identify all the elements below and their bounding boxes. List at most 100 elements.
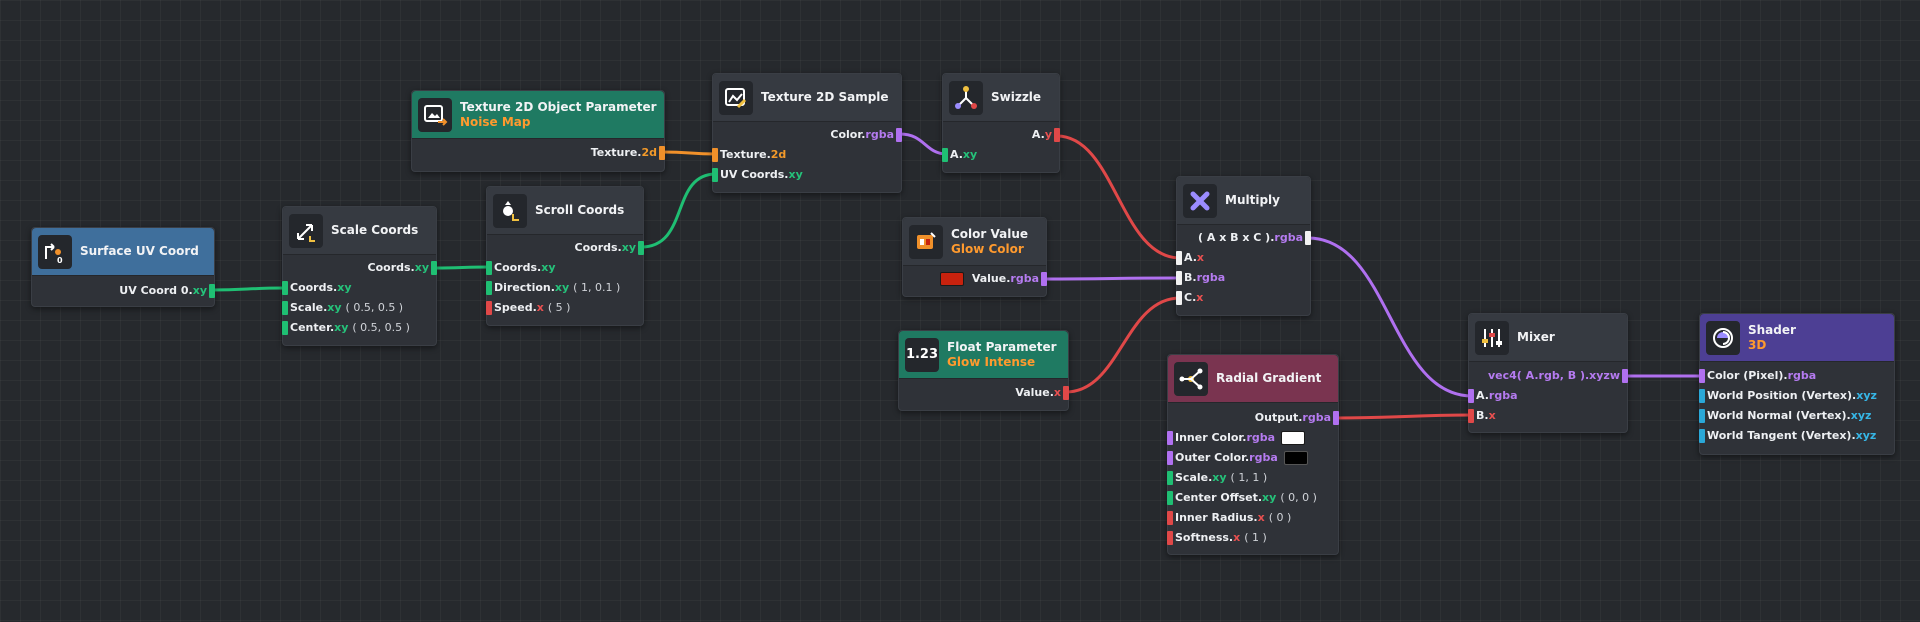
node-shader-3d[interactable]: Shader 3D Color (Pixel).rgba World Posit… — [1699, 313, 1895, 455]
output-port[interactable] — [1333, 411, 1339, 425]
output-value[interactable]: Value.rgba — [939, 270, 1039, 288]
input-softness[interactable]: Softness.x( 1 ) — [1175, 531, 1267, 544]
input-port[interactable] — [942, 148, 948, 162]
input-port[interactable] — [1167, 531, 1173, 545]
output-uv-coord[interactable]: UV Coord 0.xy — [119, 284, 207, 297]
input-port[interactable] — [1167, 431, 1173, 445]
input-direction[interactable]: Direction.xy( 1, 0.1 ) — [494, 281, 621, 294]
input-a[interactable]: A.rgba — [1476, 389, 1518, 402]
node-scale-coords[interactable]: Scale Coords Coords.xy Coords.xy Scale.x… — [282, 206, 437, 346]
node-header[interactable]: Scroll Coords — [487, 187, 643, 235]
input-port[interactable] — [486, 261, 492, 275]
node-swizzle[interactable]: Swizzle A.y A.xy — [942, 73, 1060, 173]
input-coords[interactable]: Coords.xy — [494, 261, 556, 274]
input-port[interactable] — [1176, 271, 1182, 285]
input-a[interactable]: A.x — [1184, 251, 1205, 264]
input-c[interactable]: C.x — [1184, 291, 1204, 304]
input-port[interactable] — [282, 301, 288, 315]
output-coords[interactable]: Coords.xy — [574, 241, 636, 254]
output-coords[interactable]: Coords.xy — [367, 261, 429, 274]
output-port[interactable] — [1041, 272, 1047, 286]
input-speed[interactable]: Speed.x( 5 ) — [494, 301, 571, 314]
node-texture-2d-sample[interactable]: Texture 2D Sample Color.rgba Texture.2d … — [712, 73, 902, 193]
input-scale[interactable]: Scale.xy( 1, 1 ) — [1175, 471, 1268, 484]
input-b[interactable]: B.rgba — [1184, 271, 1226, 284]
input-world-position[interactable]: World Position (Vertex).xyz — [1707, 389, 1877, 402]
input-world-tangent[interactable]: World Tangent (Vertex).xyz — [1707, 429, 1877, 442]
output-output[interactable]: Output.rgba — [1254, 411, 1331, 424]
output-a[interactable]: A.y — [1031, 128, 1052, 141]
input-port[interactable] — [1699, 389, 1705, 403]
node-multiply[interactable]: Multiply ( A x B x C ).rgba A.x B.rgba C… — [1176, 176, 1311, 316]
node-texture-2d-object-parameter[interactable]: Texture 2D Object Parameter Noise Map Te… — [411, 90, 665, 172]
output-vec4[interactable]: vec4( A.rgb, B ).xyzw — [1487, 369, 1620, 382]
output-port[interactable] — [659, 146, 665, 160]
input-port[interactable] — [1167, 491, 1173, 505]
input-port[interactable] — [1176, 291, 1182, 305]
input-inner-radius[interactable]: Inner Radius.x( 0 ) — [1175, 511, 1292, 524]
input-port[interactable] — [1167, 511, 1173, 525]
input-port[interactable] — [1699, 369, 1705, 383]
output-port[interactable] — [896, 128, 902, 142]
node-color-value[interactable]: Color Value Glow Color Value.rgba — [902, 217, 1047, 297]
output-texture[interactable]: Texture.2d — [590, 146, 657, 159]
wire-scale-to-scroll — [434, 265, 492, 270]
node-header[interactable]: 0 Surface UV Coord — [32, 228, 214, 276]
input-port[interactable] — [1699, 429, 1705, 443]
input-outer-color[interactable]: Outer Color.rgba — [1175, 449, 1308, 467]
wire-sample-to-swizzle — [898, 132, 949, 156]
color-swatch-glow[interactable] — [939, 272, 964, 286]
input-port[interactable] — [282, 281, 288, 295]
input-port[interactable] — [1468, 389, 1474, 403]
node-scroll-coords[interactable]: Scroll Coords Coords.xy Coords.xy Direct… — [486, 186, 644, 326]
node-header[interactable]: Color Value Glow Color — [903, 218, 1046, 266]
output-value[interactable]: Value.x — [1015, 386, 1061, 399]
node-float-parameter[interactable]: 1.23 Float Parameter Glow Intense Value.… — [898, 330, 1069, 411]
input-b[interactable]: B.x — [1476, 409, 1496, 422]
node-header[interactable]: Radial Gradient — [1168, 355, 1338, 403]
output-port[interactable] — [1063, 386, 1069, 400]
node-header[interactable]: Multiply — [1177, 177, 1310, 225]
input-port[interactable] — [486, 301, 492, 315]
input-center[interactable]: Center.xy( 0.5, 0.5 ) — [290, 321, 410, 334]
node-header[interactable]: Texture 2D Object Parameter Noise Map — [412, 91, 664, 139]
input-coords[interactable]: Coords.xy — [290, 281, 352, 294]
node-header[interactable]: Swizzle — [943, 74, 1059, 122]
input-inner-color[interactable]: Inner Color.rgba — [1175, 429, 1306, 447]
input-port[interactable] — [1167, 451, 1173, 465]
node-header[interactable]: Texture 2D Sample — [713, 74, 901, 122]
node-header[interactable]: Scale Coords — [283, 207, 436, 255]
input-port[interactable] — [1167, 471, 1173, 485]
output-port[interactable] — [1622, 369, 1628, 383]
input-a[interactable]: A.xy — [950, 148, 978, 161]
input-port[interactable] — [282, 321, 288, 335]
output-color[interactable]: Color.rgba — [830, 128, 894, 141]
node-header[interactable]: 1.23 Float Parameter Glow Intense — [899, 331, 1068, 379]
output-port[interactable] — [638, 241, 644, 255]
input-center-offset[interactable]: Center Offset.xy( 0, 0 ) — [1175, 491, 1317, 504]
input-texture[interactable]: Texture.2d — [720, 148, 787, 161]
input-port[interactable] — [486, 281, 492, 295]
node-header[interactable]: Shader 3D — [1700, 314, 1894, 362]
input-uv-coords[interactable]: UV Coords.xy — [720, 168, 803, 181]
output-port[interactable] — [431, 261, 437, 275]
output-port[interactable] — [209, 284, 215, 298]
input-port[interactable] — [1699, 409, 1705, 423]
input-port[interactable] — [1176, 251, 1182, 265]
output-port[interactable] — [1054, 128, 1060, 142]
wire-swizzle-to-multiply — [1055, 134, 1182, 260]
node-mixer[interactable]: Mixer vec4( A.rgb, B ).xyzw A.rgba B.x — [1468, 313, 1628, 433]
color-swatch-inner[interactable] — [1281, 431, 1306, 445]
node-surface-uv-coord[interactable]: 0 Surface UV Coord UV Coord 0.xy — [31, 227, 215, 307]
input-port[interactable] — [712, 148, 718, 162]
node-radial-gradient[interactable]: Radial Gradient Output.rgba Inner Color.… — [1167, 354, 1339, 555]
output-product[interactable]: ( A x B x C ).rgba — [1198, 231, 1303, 244]
input-scale[interactable]: Scale.xy( 0.5, 0.5 ) — [290, 301, 404, 314]
input-port[interactable] — [1468, 409, 1474, 423]
color-swatch-outer[interactable] — [1283, 451, 1308, 465]
input-port[interactable] — [712, 168, 718, 182]
input-color-pixel[interactable]: Color (Pixel).rgba — [1707, 369, 1817, 382]
node-header[interactable]: Mixer — [1469, 314, 1627, 362]
input-world-normal[interactable]: World Normal (Vertex).xyz — [1707, 409, 1872, 422]
output-port[interactable] — [1305, 231, 1311, 245]
